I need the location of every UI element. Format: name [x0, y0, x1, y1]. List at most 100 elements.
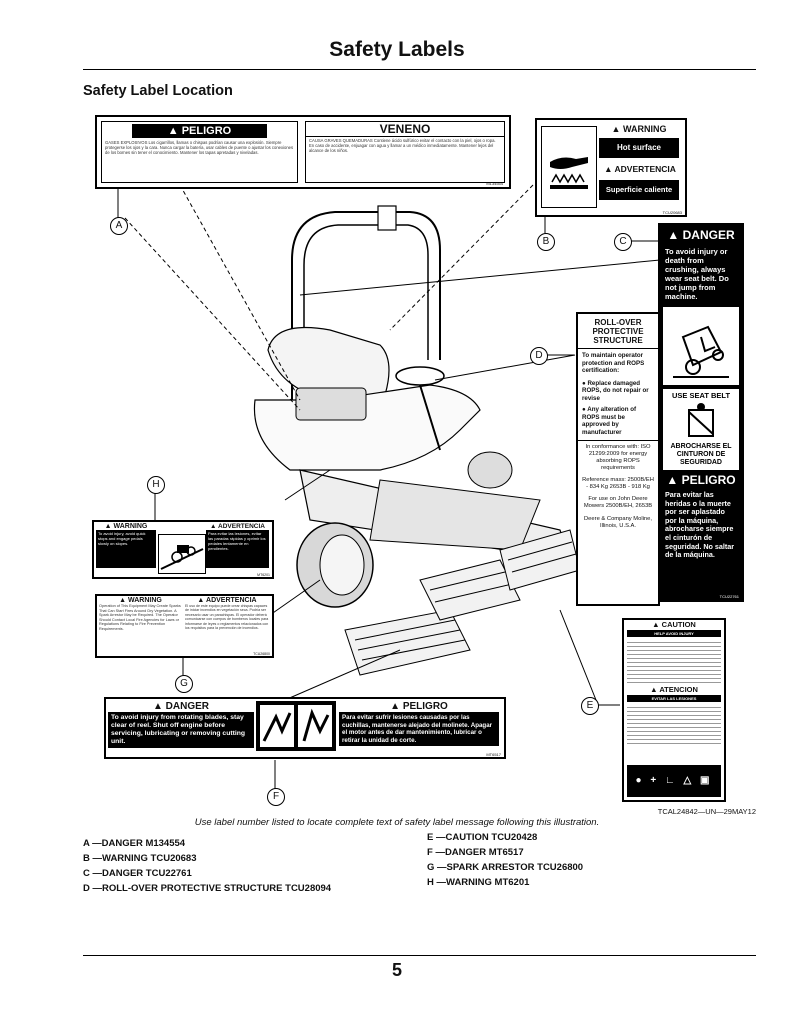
- label-b-advertencia: ADVERTENCIA: [614, 164, 676, 174]
- seat-belt-icon: [663, 402, 739, 442]
- callout-e: E: [581, 697, 599, 715]
- label-a-peligro: PELIGRO: [181, 125, 232, 137]
- label-c-danger-tcu22761: ▲ DANGER To avoid injury or death from c…: [658, 223, 744, 602]
- rotating-blade-icon: [256, 701, 336, 751]
- figure-reference: TCAL24842—UN—29MAY12: [657, 807, 756, 816]
- label-h-warning-mt6201: ▲ WARNING To avoid injury, avoid quick s…: [92, 520, 274, 579]
- callout-d: D: [530, 347, 548, 365]
- warning-triangle-icon: ▲: [104, 523, 112, 530]
- warning-triangle-icon: ▲: [650, 685, 658, 694]
- label-f-danger: DANGER: [165, 701, 210, 712]
- label-c-peligro: PELIGRO: [681, 473, 736, 487]
- label-e-sub2: EVITAR LAS LESIONES: [627, 695, 721, 702]
- rollover-pictogram-icon: [663, 307, 739, 385]
- safety-label-illustration: ▲ PELIGRO GASES EXPLOSIVOS Los cigarrill…: [92, 115, 744, 806]
- footer-rule: [83, 955, 756, 956]
- hot-surface-hand-icon: [541, 126, 597, 208]
- warning-triangle-icon: ▲: [210, 523, 217, 530]
- label-c-abrocharse: ABROCHARSE EL CINTURON DE SEGURIDAD: [663, 442, 739, 470]
- section-title: Safety Label Location: [83, 83, 233, 99]
- label-d-t2: ● Replace damaged ROPS, do not repair or…: [582, 379, 649, 402]
- label-d-t3: ● Any alteration of ROPS must be approve…: [578, 404, 658, 441]
- label-a-danger-m134554: ▲ PELIGRO GASES EXPLOSIVOS Los cigarrill…: [95, 115, 511, 189]
- label-f-text1: To avoid injury from rotating blades, st…: [108, 712, 254, 748]
- label-g-warning: WARNING: [128, 597, 162, 604]
- header-rule: [83, 69, 756, 70]
- label-a-text2: CAUSA GRAVES QUEMADURAS Contiene ácido s…: [309, 138, 496, 153]
- label-c-code: TCU22761: [719, 594, 739, 599]
- mower-drawing: [117, 184, 661, 790]
- callout-a: A: [110, 217, 128, 235]
- legend-item-c: C —DANGER TCU22761: [83, 868, 192, 879]
- label-f-code: MT6517: [486, 752, 501, 757]
- label-a-code: M134554: [486, 181, 503, 186]
- label-f-peligro: PELIGRO: [402, 701, 448, 712]
- warning-triangle-icon: ▲: [666, 473, 679, 487]
- figure-caption: Use label number listed to locate comple…: [194, 817, 600, 828]
- label-a-left-panel: ▲ PELIGRO GASES EXPLOSIVOS Los cigarrill…: [101, 121, 298, 183]
- legend-item-a: A —DANGER M134554: [83, 838, 186, 849]
- label-h-text2: Para evitar las lesiones, evitar las par…: [206, 530, 269, 568]
- page-number: 5: [391, 960, 402, 980]
- warning-triangle-icon: ▲: [604, 164, 613, 174]
- label-d-title: ROLL-OVER PROTECTIVE STRUCTURE: [578, 314, 658, 349]
- legend-item-e: E —CAUTION TCU20428: [427, 832, 538, 843]
- callout-h: H: [147, 476, 165, 494]
- label-e-sub1: HELP AVOID INJURY: [627, 630, 721, 637]
- label-g-advertencia: ADVERTENCIA: [206, 597, 257, 604]
- label-e-caution-tcu20428: ▲ CAUTION HELP AVOID INJURY ▲ ATENCION E…: [622, 618, 726, 802]
- label-f-danger-mt6517: ▲ DANGER To avoid injury from rotating b…: [104, 697, 506, 759]
- label-g-text2: El uso de este equipo puede crear chispa…: [185, 604, 269, 631]
- label-g-text1: Operation of This Equipment May Create S…: [99, 604, 181, 631]
- label-e-caution-text-block: [627, 639, 721, 683]
- warning-triangle-icon: ▲: [611, 124, 621, 134]
- legend-item-d: D —ROLL-OVER PROTECTIVE STRUCTURE TCU280…: [83, 883, 332, 894]
- legend-item-b: B —WARNING TCU20683: [83, 853, 197, 864]
- label-g-spark-arrestor-tcu26800: ▲ WARNING Operation of This Equipment Ma…: [95, 594, 274, 658]
- label-a-veneno: VENENO: [306, 122, 504, 137]
- label-a-text1: GASES EXPLOSIVOS Los cigarrillos, llamas…: [105, 140, 294, 155]
- label-a-right-panel: VENENO CAUSA GRAVES QUEMADURAS Contiene …: [305, 121, 505, 183]
- label-c-danger: DANGER: [682, 228, 735, 242]
- label-c-text1: To avoid injury or death from crushing, …: [665, 247, 729, 301]
- callout-f: F: [267, 788, 285, 806]
- label-d-t5: Reference mass: 2500B/EH - 834 Kg 2653B …: [582, 477, 654, 490]
- legend-item-g: G —SPARK ARRESTOR TCU26800: [427, 862, 584, 873]
- legend-item-f: F —DANGER MT6517: [427, 847, 524, 858]
- label-h-warning: WARNING: [113, 523, 148, 530]
- label-h-advertencia: ADVERTENCIA: [218, 523, 265, 530]
- label-b-warning: WARNING: [622, 124, 667, 134]
- label-g-code: TCU26800: [253, 652, 270, 656]
- label-e-atencion: ATENCION: [659, 685, 698, 694]
- warning-triangle-icon: ▲: [167, 125, 179, 137]
- label-b-code: TCU20683: [662, 210, 682, 215]
- label-e-caution: CAUTION: [661, 620, 696, 629]
- label-d-t4: In conformance with: ISO 21299:2009 for …: [585, 444, 651, 471]
- label-h-text1: To avoid injury, avoid quick stops and e…: [96, 530, 156, 568]
- warning-triangle-icon: ▲: [119, 597, 127, 604]
- callout-g: G: [175, 675, 193, 693]
- control-symbols-icon: ● + ∟ △ ▣: [627, 765, 721, 797]
- label-c-text2: Para evitar las heridas o la muerte por …: [665, 490, 735, 560]
- label-c-seat-belt: USE SEAT BELT: [663, 389, 739, 402]
- warning-triangle-icon: ▲: [652, 620, 660, 629]
- label-d-t6: For use on John Deere Mowers 2500B/EH, 2…: [583, 496, 653, 509]
- callout-b: B: [537, 233, 555, 251]
- label-d-t1: To maintain operator protection and ROPS…: [582, 352, 645, 374]
- label-b-warning-tcu20683: ▲ WARNING Hot surface ▲ ADVERTENCIA Supe…: [535, 118, 687, 217]
- label-d-rops-tcu28094: ROLL-OVER PROTECTIVE STRUCTURE To mainta…: [576, 312, 660, 606]
- callout-c: C: [614, 233, 632, 251]
- warning-triangle-icon: ▲: [152, 701, 163, 712]
- warning-triangle-icon: ▲: [197, 597, 205, 604]
- label-h-code: MT6201: [257, 573, 270, 577]
- label-d-t7: Deere & Company Moline, Illinois, U.S.A.: [584, 516, 652, 529]
- page-title: Safety Labels: [329, 38, 465, 61]
- label-b-superficie: Superficie caliente: [599, 180, 679, 200]
- label-f-text2: Para evitar sufrir lesiones causadas por…: [339, 712, 499, 746]
- warning-triangle-icon: ▲: [667, 228, 680, 242]
- legend-item-h: H —WARNING MT6201: [427, 877, 530, 888]
- label-e-atencion-text-block: [627, 704, 721, 744]
- slope-pictogram-icon: [158, 534, 206, 574]
- label-b-hot-surface: Hot surface: [599, 138, 679, 158]
- warning-triangle-icon: ▲: [390, 701, 401, 712]
